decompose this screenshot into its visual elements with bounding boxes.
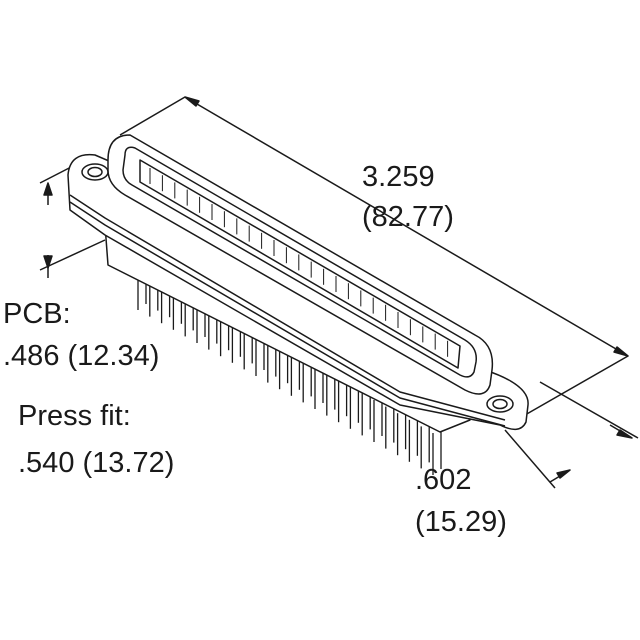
depth-inches-label: .602 [415, 464, 472, 496]
depth-mm-label: (15.29) [415, 506, 507, 538]
press-fit-title-label: Press fit: [18, 400, 131, 432]
depth-dimension-line [504, 381, 639, 489]
pcb-value-label: .486 (12.34) [3, 340, 160, 372]
length-dimension-line [119, 96, 629, 416]
press-fit-value-label: .540 (13.72) [18, 447, 175, 479]
length-mm-label: (82.77) [362, 201, 454, 233]
pcb-title-label: PCB: [3, 298, 71, 330]
length-inches-label: 3.259 [362, 161, 435, 193]
